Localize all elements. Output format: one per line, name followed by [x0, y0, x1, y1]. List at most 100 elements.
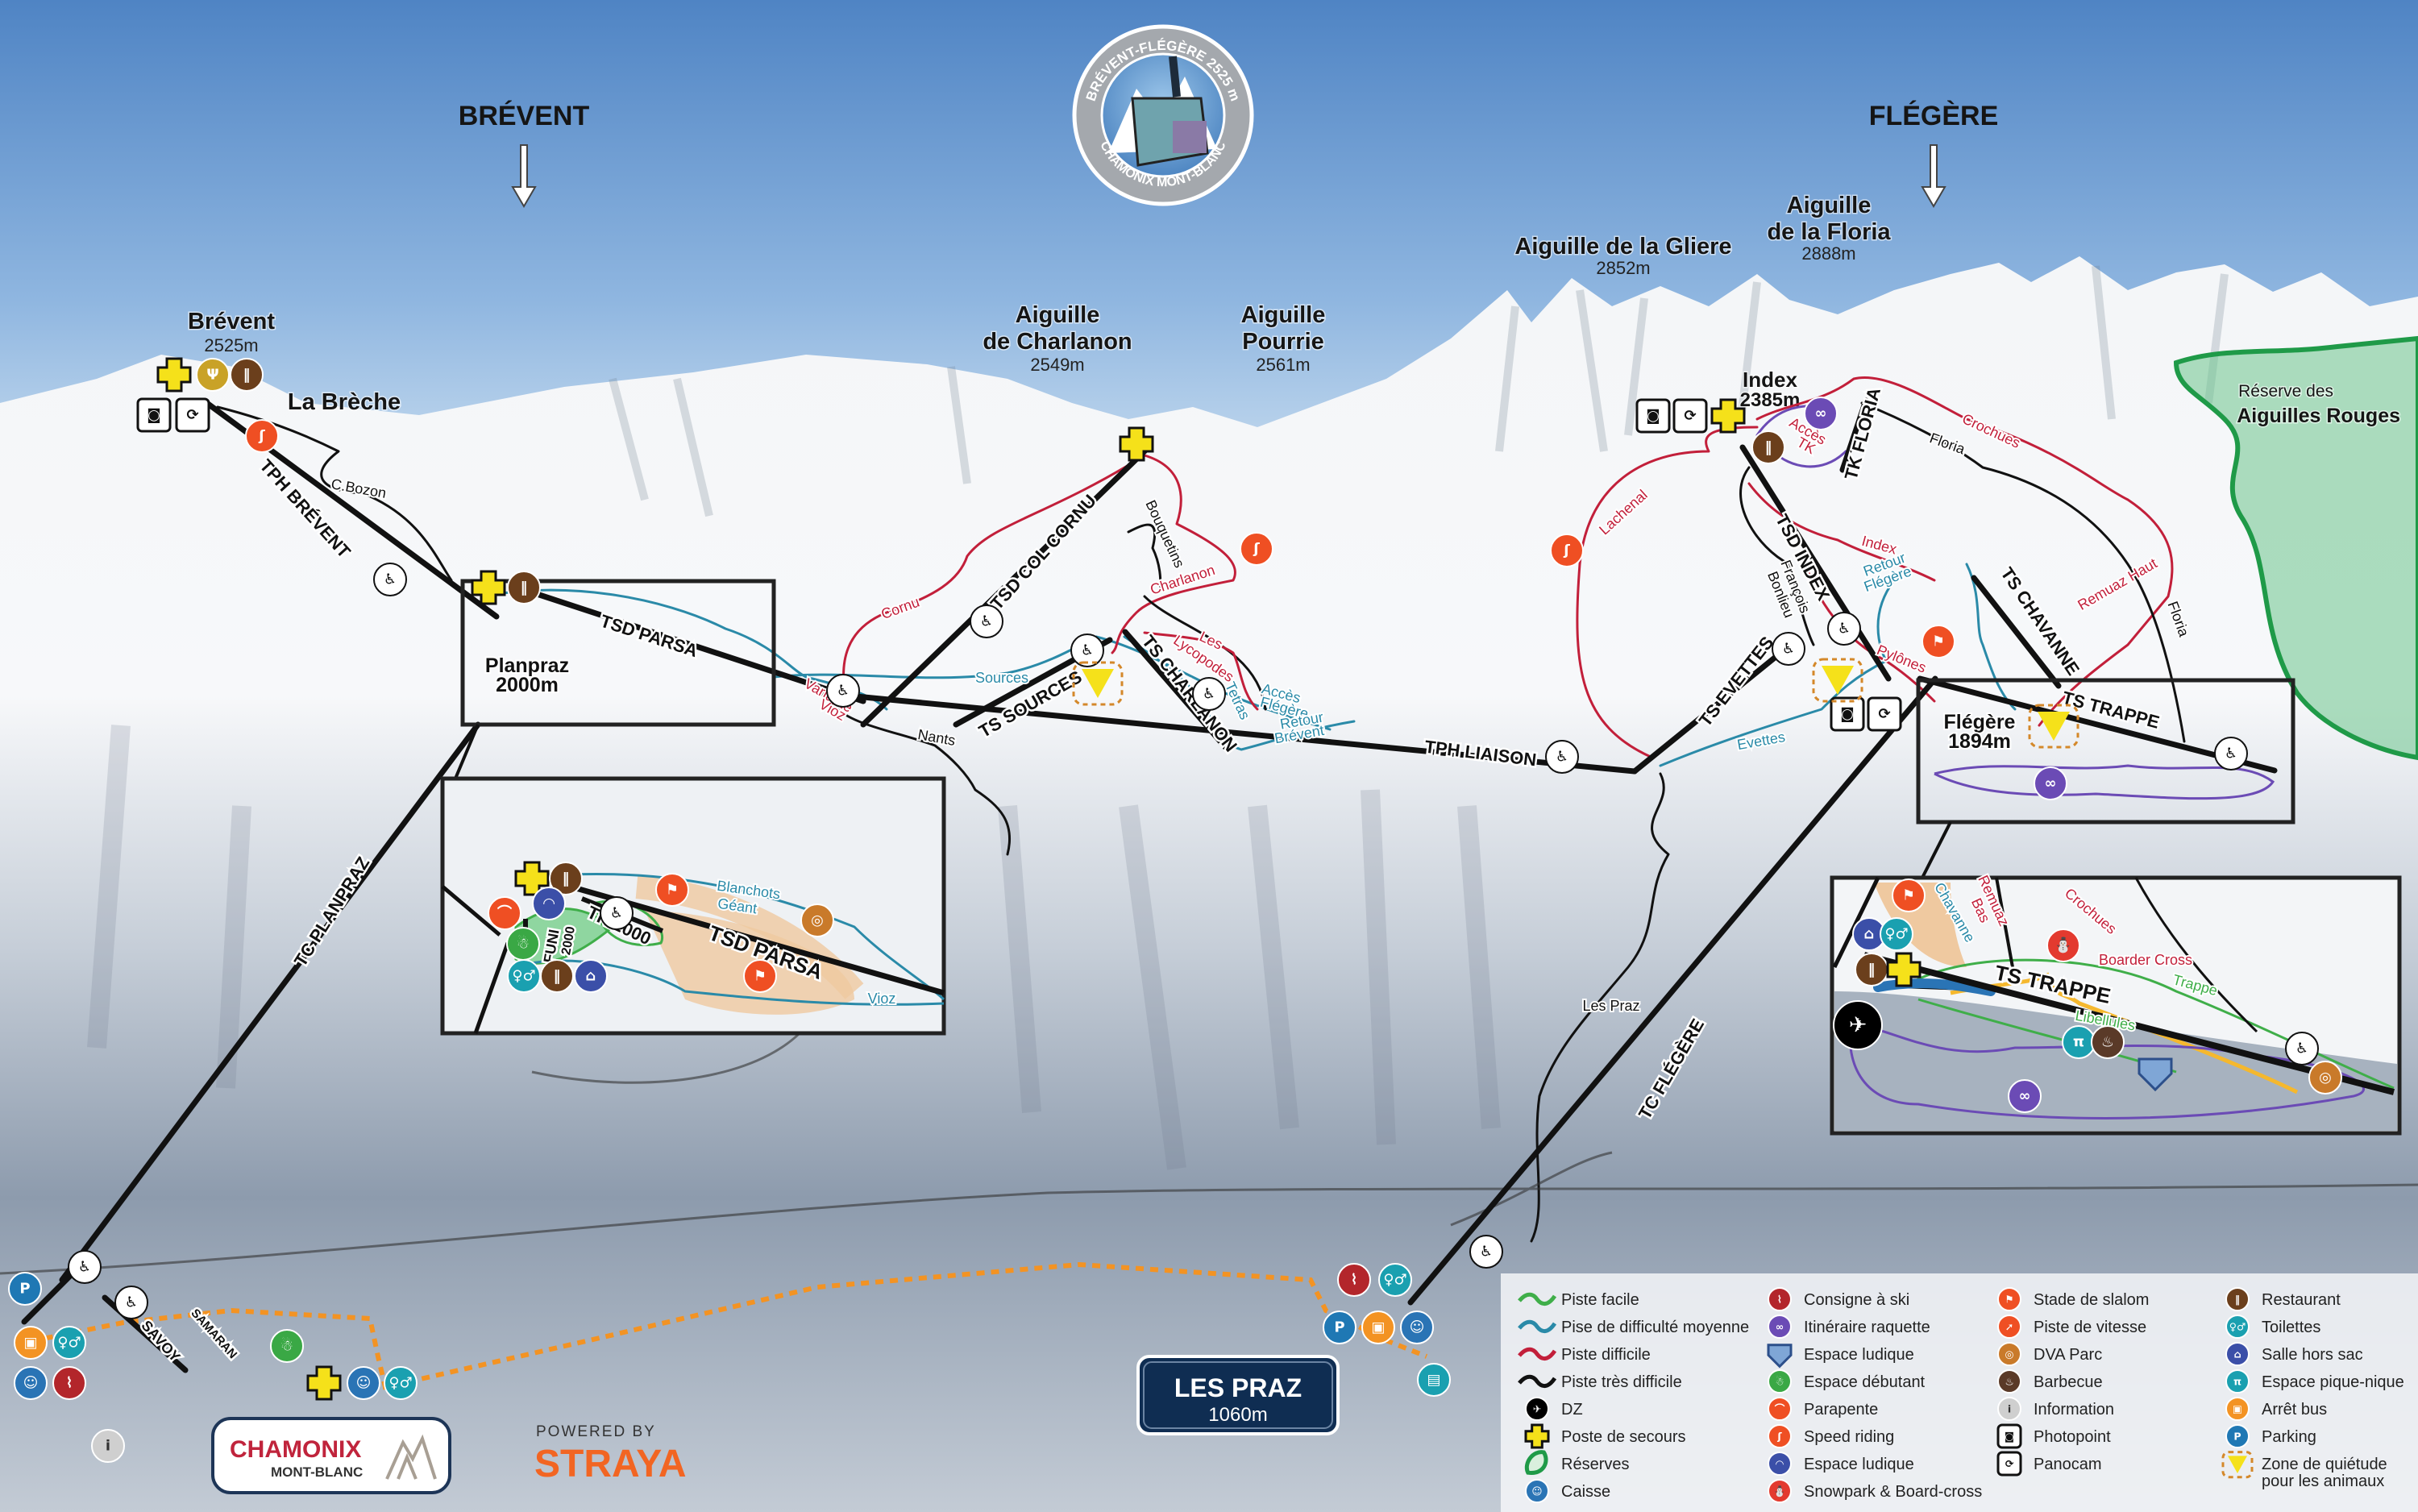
- legend-item-panocam: ⟳Panocam: [1996, 1451, 2102, 1477]
- wheelchair-icon: ♿: [600, 896, 634, 930]
- restaurant-icon: ‖: [540, 959, 574, 993]
- legend-item-salle: ⌂Salle hors sac: [2225, 1342, 2363, 1366]
- snowpark-glyph: ⛄: [1773, 1485, 1786, 1498]
- info-icon: i: [91, 1429, 125, 1463]
- peak-charlanon-1: Aiguille: [1016, 302, 1100, 328]
- piste-sources: Sources: [975, 670, 1028, 686]
- legend-label: Espace débutant: [1804, 1373, 1926, 1391]
- restaurant-glyph: ‖: [563, 870, 570, 887]
- rock-shading: [87, 265, 2229, 1170]
- legend-item-slalom: ⚑ Stade de slalom: [1997, 1287, 2149, 1311]
- legend-item-restaurant: ‖Restaurant: [2225, 1287, 2341, 1311]
- legend-label: Espace ludique: [1804, 1456, 1914, 1473]
- legend-label: Réserves: [1561, 1456, 1629, 1473]
- legend-label: DZ: [1561, 1401, 1583, 1419]
- legend-item-consigne: ⌇Consigne à ski: [1768, 1287, 1909, 1311]
- slalom-glyph: ⚑: [1932, 633, 1945, 650]
- raquette-glyph: ∞: [2045, 775, 2057, 792]
- photo-glyph: ◙: [2005, 1431, 2014, 1443]
- panocam-icon: ⟳: [175, 397, 210, 433]
- toilettes-icon: ♀♂: [1880, 917, 1913, 951]
- caisse-glyph: ☺: [1410, 1319, 1425, 1336]
- picnic-glyph: π: [2073, 1034, 2084, 1051]
- slalom-icon: ⚑: [655, 873, 689, 907]
- restaurant-icon: ‖: [549, 862, 583, 895]
- legend-label: Caisse: [1561, 1483, 1610, 1501]
- legend-label: Poste de secours: [1561, 1428, 1686, 1446]
- wheelchair-glyph: ♿: [125, 1294, 138, 1311]
- piste-line-icon: [1518, 1292, 1557, 1306]
- viewpoint-icon: Ψ: [196, 358, 230, 392]
- legend-label: Piste très difficile: [1561, 1373, 1682, 1391]
- peak-gliere: Aiguille de la Gliere: [1514, 234, 1731, 260]
- salle-glyph: ⌂: [1864, 926, 1875, 943]
- legend-label: Barbecue: [2034, 1373, 2103, 1391]
- wheelchair-icon: ♿: [1827, 612, 1861, 646]
- reserve-label-1: Réserve des: [2238, 382, 2333, 401]
- photo-icon: ◙: [1996, 1423, 2022, 1449]
- bus-icon: ▣: [14, 1326, 48, 1360]
- panocam-glyph: ⟳: [1684, 408, 1696, 425]
- legend-label: Zone de quiétude: [2262, 1456, 2387, 1473]
- peak-floria-alt: 2888m: [1801, 243, 1855, 264]
- peak-la-breche: La Brèche: [288, 389, 401, 415]
- restaurant-icon: ‖: [1751, 430, 1785, 464]
- parking-icon: P: [2225, 1424, 2250, 1448]
- photo-glyph: ◙: [1840, 706, 1854, 723]
- dva-icon: ◎: [2308, 1061, 2342, 1095]
- raquette-icon: ∞: [2034, 766, 2067, 800]
- peak-charlanon-alt: 2549m: [1030, 355, 1084, 375]
- quietude-icon: [1072, 661, 1124, 706]
- caisse-icon: ☺: [1525, 1479, 1549, 1503]
- cross-icon: [1524, 1423, 1550, 1449]
- speed-glyph: ʃ: [1776, 1431, 1782, 1443]
- slalom-icon: ⚑: [1997, 1287, 2021, 1311]
- toilettes-glyph: ♀♂: [1383, 1272, 1406, 1289]
- parking-icon: P: [8, 1272, 42, 1306]
- chamonix-logo: CHAMONIX MONT-BLANC: [211, 1417, 451, 1494]
- debutant-icon: ☃: [270, 1329, 304, 1363]
- lift-lines: [21, 397, 2278, 1373]
- consigne-glyph: ⌇: [66, 1375, 73, 1392]
- panocam-icon: ⟳: [1867, 696, 1902, 732]
- legend-label: Snowpark & Board-cross: [1804, 1483, 1982, 1501]
- wheelchair-icon: ♿: [1192, 677, 1226, 711]
- legend-item-snowpark: ⛄ Snowpark & Board-cross: [1768, 1479, 1982, 1503]
- bus-glyph: ▣: [23, 1335, 37, 1352]
- consigne-glyph: ⌇: [1777, 1294, 1782, 1306]
- snowpark-icon: ⛄: [2046, 928, 2080, 962]
- piste-line-icon: [1518, 1319, 1557, 1333]
- parking-icon: P: [1323, 1311, 1356, 1344]
- cross-icon: [1710, 398, 1746, 434]
- restaurant-glyph: ‖: [1868, 962, 1876, 978]
- wheelchair-icon: ♿: [826, 674, 860, 708]
- debutant-icon: ☃: [1768, 1369, 1792, 1394]
- consigne-icon: ⌇: [52, 1366, 86, 1400]
- legend-item-barbecue: ♨ Barbecue: [1997, 1369, 2103, 1394]
- slalom-glyph: ⚑: [666, 882, 679, 899]
- cross-icon: [156, 357, 192, 393]
- legend-label: Toilettes: [2262, 1319, 2320, 1336]
- parking-glyph: P: [1334, 1319, 1344, 1336]
- info-glyph: i: [2008, 1403, 2011, 1415]
- debutant-icon: ☃: [506, 927, 540, 961]
- legend-label: Stade de slalom: [2034, 1291, 2149, 1309]
- barbecue-glyph: ♨: [2005, 1376, 2013, 1388]
- restaurant-icon: ‖: [1855, 953, 1888, 987]
- legend-item-vitesse: ➚Piste de vitesse: [1997, 1315, 2146, 1339]
- legend-item-bus: ▣Arrêt bus: [2225, 1397, 2327, 1421]
- photo-icon: ◙: [1830, 696, 1865, 732]
- legend-label: Salle hors sac: [2262, 1346, 2363, 1364]
- picnic-glyph: π: [2233, 1376, 2241, 1388]
- peak-index-alt: 2385m: [1740, 389, 1801, 411]
- brevent-flegere-badge: BRÉVENT-FLÉGÈRE 2525 m CHAMONIX MONT-BLA…: [1072, 24, 1254, 206]
- toilettes-icon: ♀♂: [1378, 1263, 1412, 1297]
- wheelchair-icon: ♿: [2285, 1032, 2319, 1065]
- legend-label: Parapente: [1804, 1401, 1878, 1419]
- caisse-glyph: ☺: [23, 1375, 39, 1392]
- wheelchair-glyph: ♿: [1203, 686, 1215, 703]
